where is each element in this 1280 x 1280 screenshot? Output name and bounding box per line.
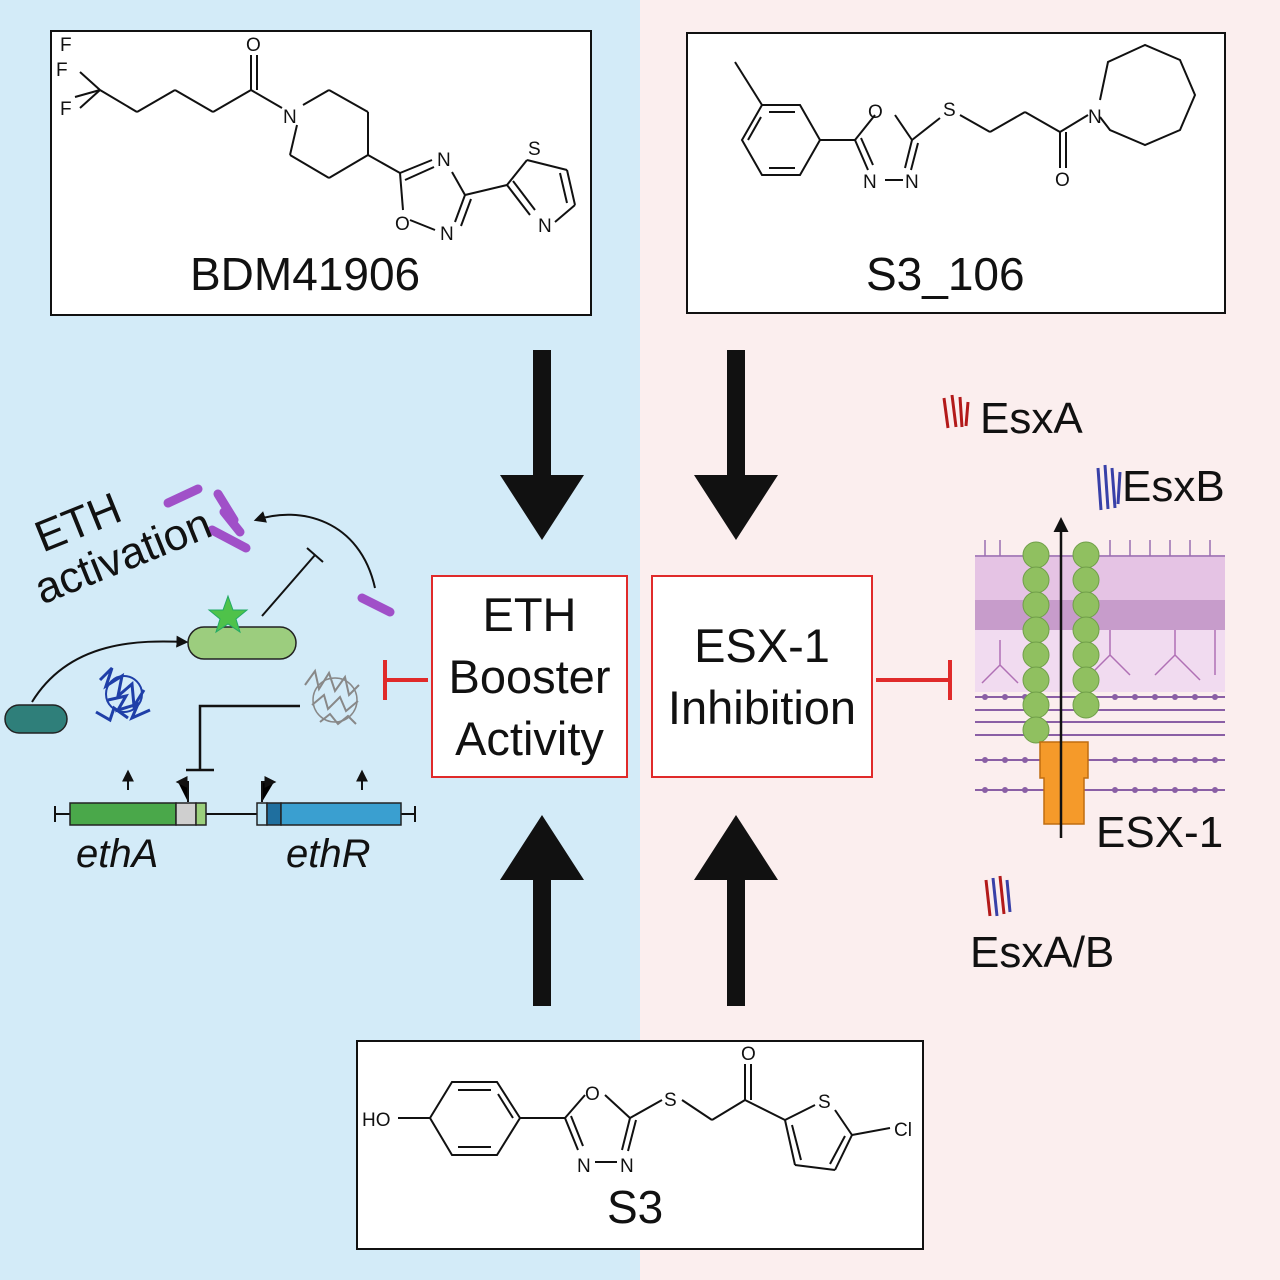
arrow-s3-to-booster [500, 815, 584, 1006]
bdm41906-name: BDM41906 [190, 248, 421, 300]
etha-gene-label: ethA [76, 832, 159, 876]
eth-booster-activity-box: ETH Booster Activity [431, 575, 628, 778]
arrow-s3106-to-inhibition [694, 350, 778, 540]
ethr-repression [186, 704, 300, 772]
esxab-protein-icon [984, 875, 1012, 917]
s3-thiophene-sulfur: S [818, 1092, 831, 1113]
eth-booster-line-2: Booster [448, 649, 611, 703]
bdm-carbonyl-oxygen: O [246, 35, 261, 56]
esx1-inhibition-line-1: ESX-1 [694, 618, 830, 672]
s3-nitrogen-2: N [620, 1156, 634, 1177]
s3-106-sulfur: S [943, 100, 956, 121]
esxb-protein-icon [1096, 464, 1122, 511]
etha-protein-icon [95, 666, 151, 723]
s3-106-nitrogen-1: N [863, 172, 877, 193]
ethr-gene-box [280, 802, 402, 826]
inhibition-esx1 [876, 660, 952, 700]
bdm-fluorine-1: F [60, 35, 72, 56]
prodrug-to-enzyme-arrow [31, 635, 189, 703]
arrow-s3-to-inhibition [694, 815, 778, 1006]
etha-enzyme-active [187, 626, 297, 660]
s3-106-name: S3_106 [866, 248, 1025, 300]
esx1-inhibition-line-2: Inhibition [667, 680, 857, 734]
s3-nitrogen-1: N [577, 1156, 591, 1177]
esxb-label: EsxB [1122, 462, 1225, 511]
eth-star-icon [207, 594, 249, 634]
esx1-inhibition-box: ESX-1 Inhibition [651, 575, 873, 778]
bdm-oxadiazole-oxygen: O [395, 214, 410, 235]
s3-106-azepane-nitrogen: N [1088, 107, 1102, 128]
s3-106-nitrogen-2: N [905, 172, 919, 193]
bdm-piperidine-nitrogen: N [283, 107, 297, 128]
bdm-fluorine-2: F [56, 60, 68, 81]
s3-name: S3 [607, 1181, 664, 1233]
s3-carbonyl-oxygen: O [741, 1044, 756, 1065]
etha-inhibits-eth [261, 547, 324, 617]
bdm41906-skeleton [74, 55, 576, 231]
etha-gene-box [69, 802, 177, 826]
s3-sulfur: S [664, 1090, 677, 1111]
ethr-protein-icon [304, 668, 360, 726]
bdm-fluorine-3: F [60, 99, 72, 120]
s3-chlorine: Cl [894, 1120, 912, 1141]
arrow-bdm-to-booster [500, 350, 584, 540]
s3-106-structure-box [686, 32, 1226, 314]
eth-prodrug [4, 704, 68, 734]
esx1-channel [1039, 741, 1089, 825]
eth-molecules [163, 484, 395, 617]
bdm-thiazole-sulfur: S [528, 139, 541, 160]
s3-106-skeleton [734, 43, 1197, 181]
esxa-protein-icon [942, 394, 970, 429]
esx1-label: ESX-1 [1096, 808, 1224, 857]
s3-oxadiazole-oxygen: O [585, 1084, 600, 1105]
bdm-thiazole-nitrogen: N [538, 216, 552, 237]
eth-booster-line-1: ETH [482, 587, 577, 641]
bdm-oxadiazole-n2: N [440, 224, 454, 245]
expression-arrows [122, 769, 368, 802]
bdm-oxadiazole-n1: N [437, 150, 451, 171]
s3-structure-box [356, 1040, 924, 1250]
bdm41906-structure-box [50, 30, 592, 316]
eth-activation-arrow [253, 511, 376, 589]
s3-skeleton [398, 1064, 891, 1171]
esx-secretion-beads [1022, 541, 1100, 744]
esxa-label: EsxA [980, 394, 1083, 443]
esxab-label: EsxA/B [970, 928, 1115, 977]
eth-booster-line-3: Activity [455, 711, 604, 765]
ethr-gene-label: ethR [286, 832, 371, 876]
s3-106-oxadiazole-oxygen: O [868, 102, 883, 123]
inhibition-eth-booster [383, 660, 428, 700]
s3-hydroxyl: HO [362, 1110, 391, 1131]
mycobacterial-envelope [975, 540, 1225, 793]
gene-operon [54, 802, 416, 826]
s3-106-carbonyl-oxygen: O [1055, 170, 1070, 191]
